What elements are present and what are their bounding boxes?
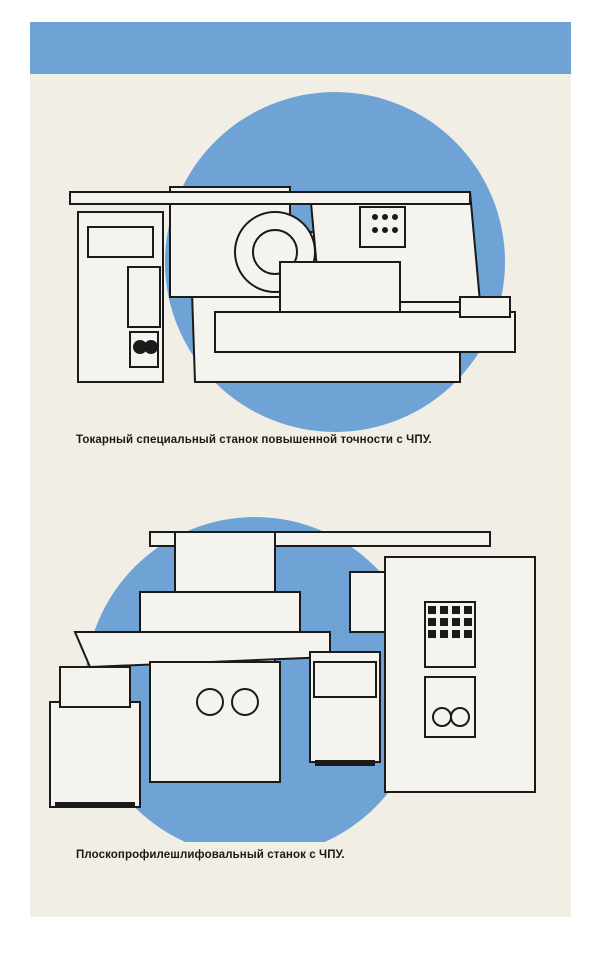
figure-caption-lathe: Токарный специальный станок повышенной т…	[76, 434, 432, 446]
figure-caption-grinder: Плоскопрофилешлифовальный станок с ЧПУ.	[76, 849, 345, 861]
top-color-band	[30, 22, 571, 74]
figure-grinder	[30, 492, 571, 842]
grinder-illustration	[49, 517, 536, 842]
lathe-illustration	[69, 92, 516, 432]
document-page: Токарный специальный станок повышенной т…	[30, 22, 571, 917]
figure-lathe	[30, 82, 571, 437]
